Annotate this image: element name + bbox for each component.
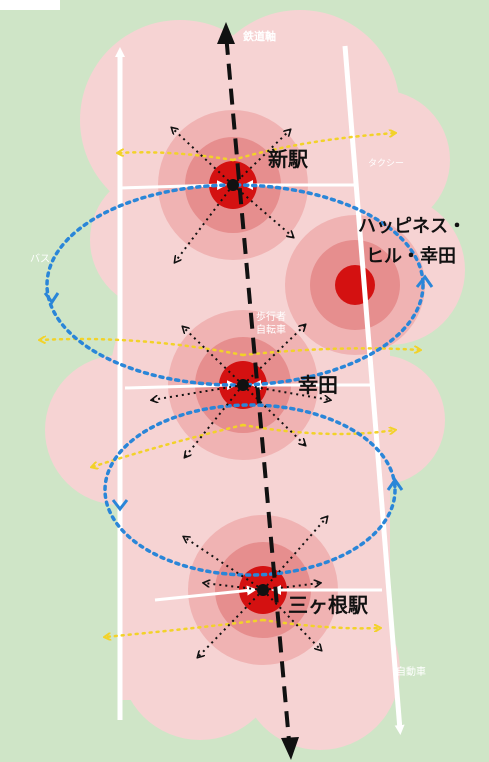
bus-direction-marks [43, 274, 434, 512]
railway-axis-line [224, 33, 292, 753]
bus-routes [45, 183, 425, 577]
railway-axis-label: 鉄道軸 [243, 29, 276, 43]
station-label-koda: 幸田 [298, 373, 338, 397]
station-label-happiness-2: ヒル・幸田 [366, 245, 456, 267]
pedestrian-label: 歩行者 [256, 310, 286, 323]
station-label-happiness-1: ハッピネス・ [358, 216, 466, 237]
bicycle-label: 自転車 [256, 323, 286, 336]
bus-label: バス [30, 253, 50, 265]
car-label: 自動車 [396, 665, 426, 678]
top-strip [0, 0, 60, 10]
walking-spokes [152, 128, 330, 657]
station-label-mikawa: 三ヶ根駅 [288, 593, 368, 617]
taxi-routes [40, 133, 420, 637]
roads [115, 45, 405, 735]
station-dots [227, 179, 269, 596]
rail-arrow-south [281, 737, 299, 760]
road-east [342, 45, 405, 735]
rail-arrow-north [217, 22, 235, 44]
taxi-label: タクシー [368, 158, 404, 169]
station-label-shin-eki: 新駅 [268, 147, 308, 171]
